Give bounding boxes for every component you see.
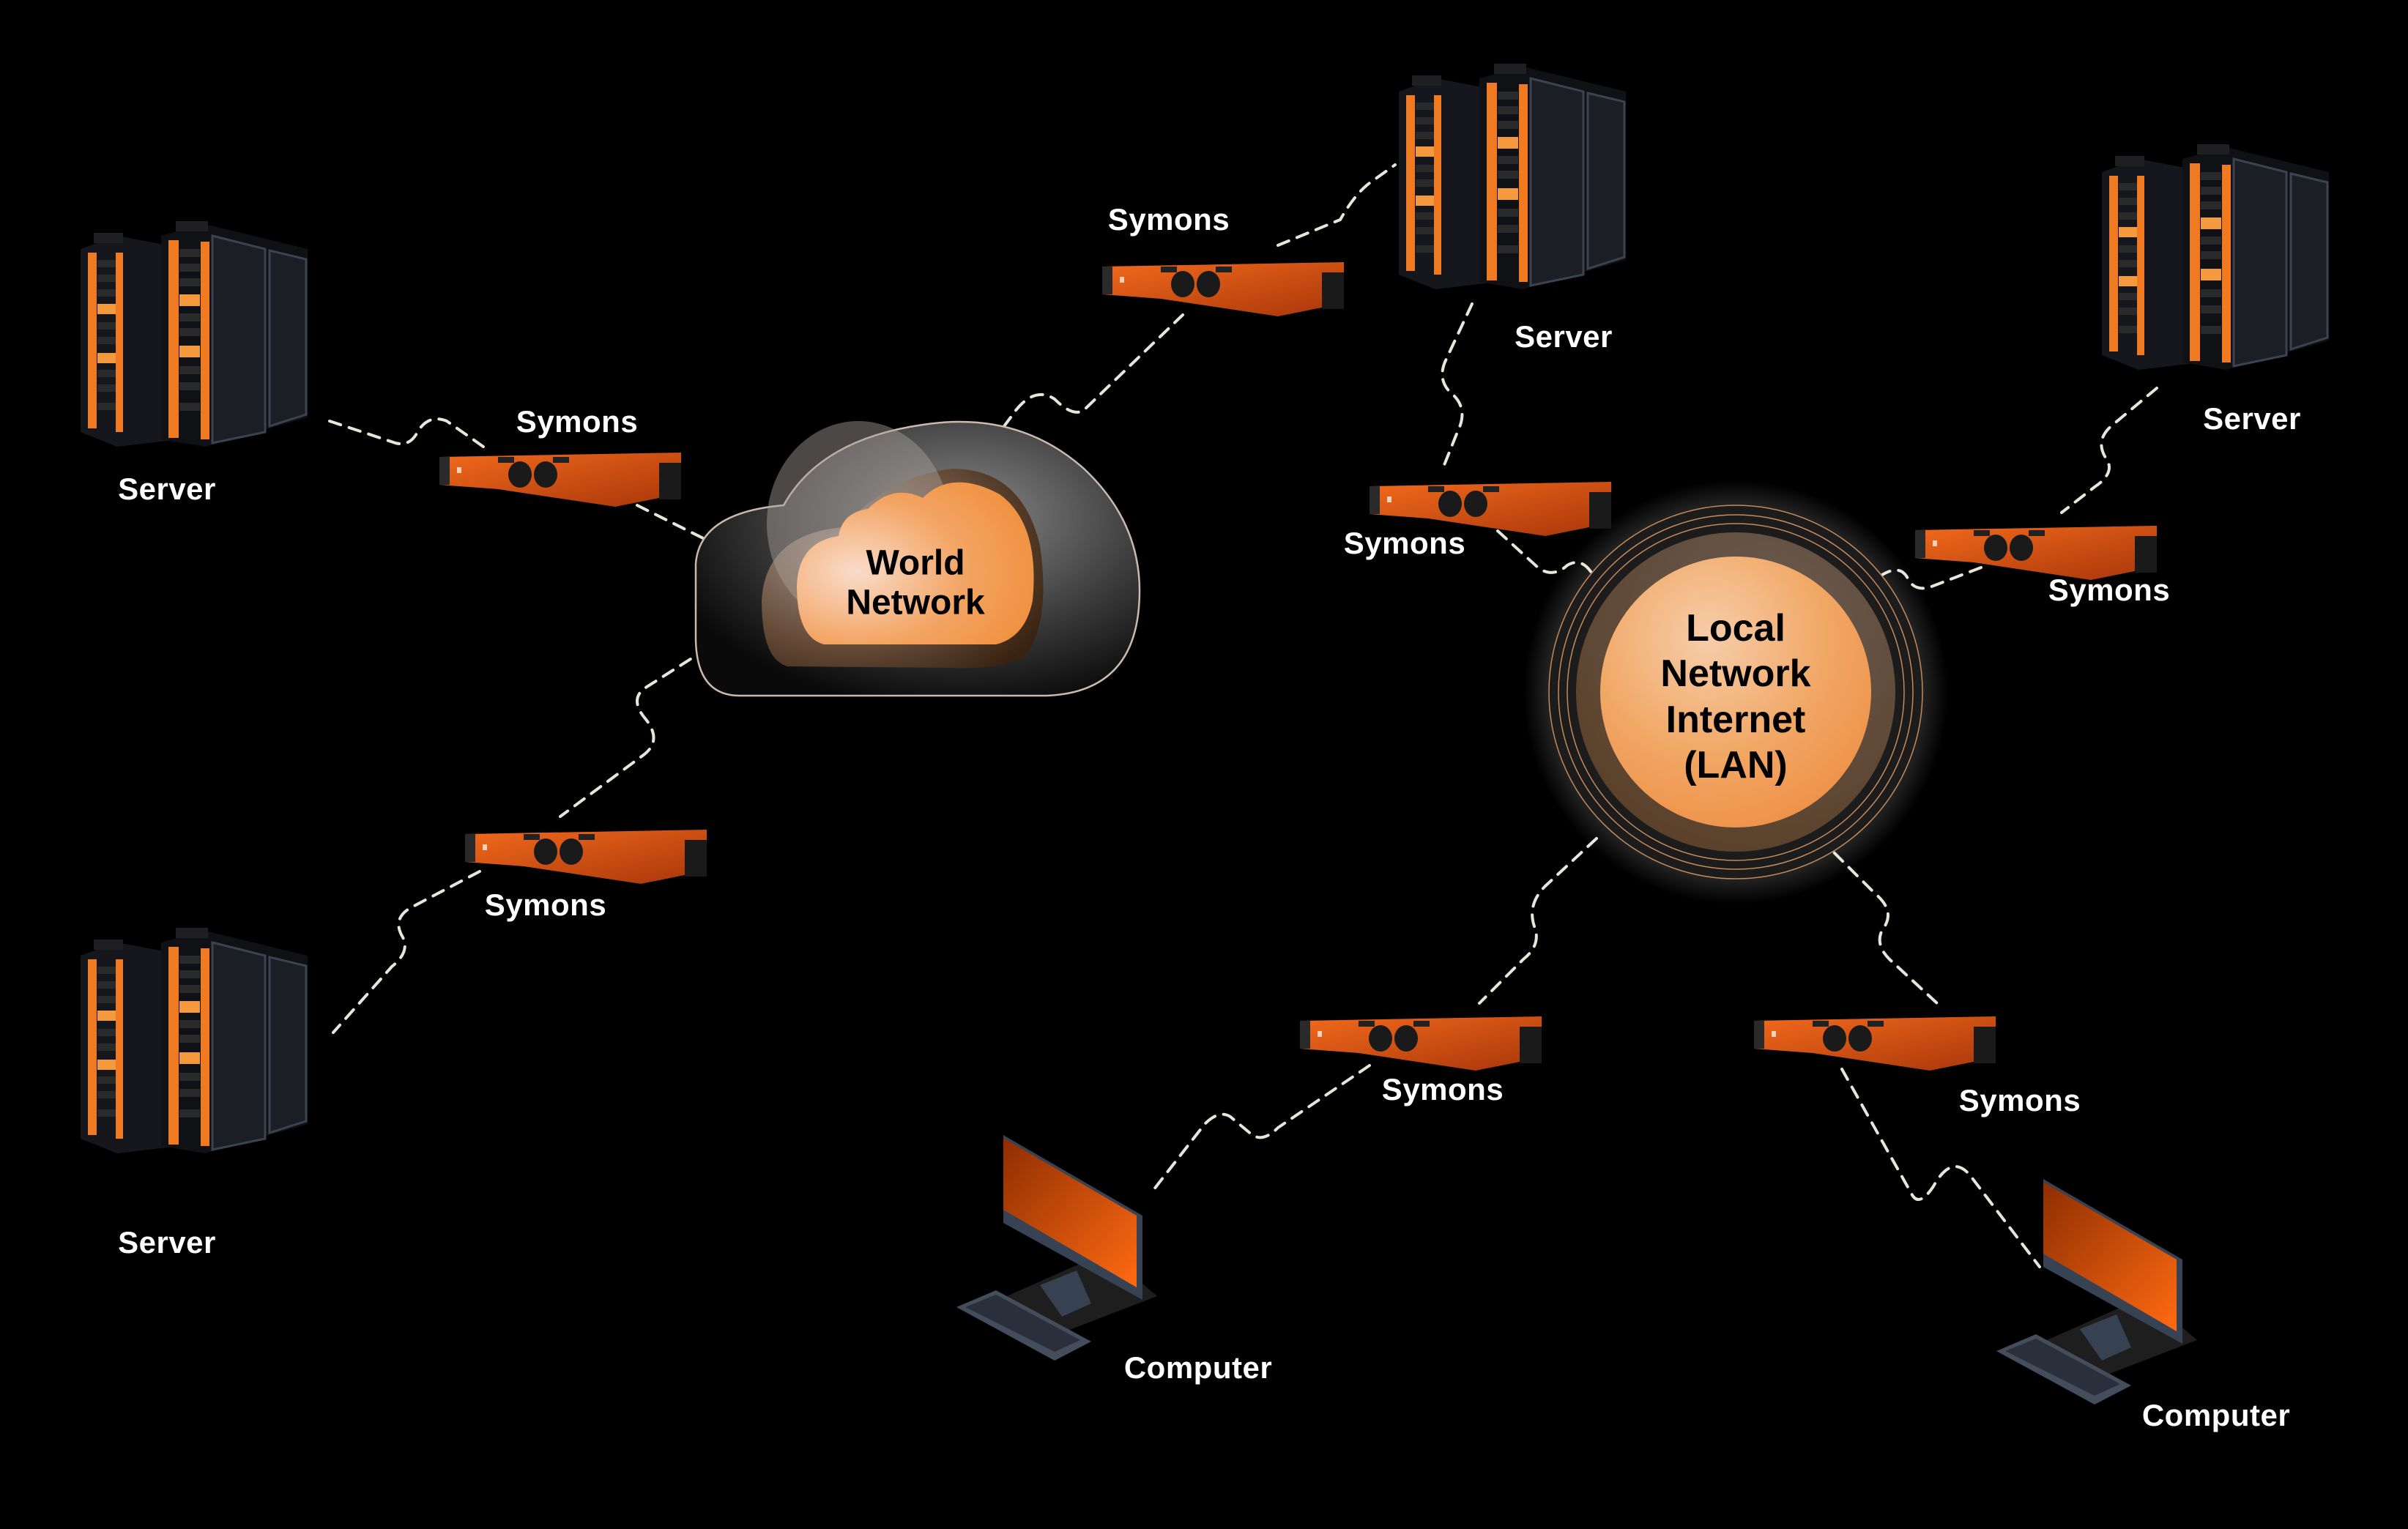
server-rack-icon [2102, 144, 2329, 370]
symons-label: Symons [1958, 1083, 2081, 1117]
server-label: Server [1515, 319, 1613, 354]
computer-label: Computer [2141, 1398, 2291, 1432]
node-symons-6 [1300, 1011, 1549, 1080]
symons-device-icon [1102, 262, 1344, 316]
server-label: Server [118, 472, 216, 506]
link-server-tc-symons-4 [1441, 302, 1474, 470]
server-rack-icon [81, 928, 308, 1153]
symons-device-icon [465, 830, 707, 884]
symons-label: Symons [516, 404, 639, 439]
link-symons-6-computer-1 [1152, 1064, 1371, 1191]
symons-device-icon [1300, 1016, 1542, 1071]
link-server-tl-symons-1 [328, 417, 485, 448]
link-symons-3-server-tc [1277, 163, 1397, 247]
lan-label-line-2: Network [1660, 652, 1811, 696]
lan-label-line-4: (LAN) [1684, 744, 1788, 787]
node-symons-5 [1915, 520, 2164, 589]
computer-label: Computer [1123, 1350, 1273, 1385]
lan-label-line-1: Local [1686, 607, 1785, 650]
symons-device-icon [1754, 1016, 1996, 1071]
node-symons-3 [1102, 256, 1351, 326]
node-server-bl [73, 926, 322, 1179]
node-server-tc [1391, 62, 1640, 315]
link-lan-symons-6 [1478, 837, 1598, 1005]
symons-label: Symons [484, 888, 607, 922]
world-network-label: World Network [846, 543, 984, 622]
symons-device-icon [1370, 482, 1611, 536]
node-symons-7 [1754, 1011, 2003, 1080]
node-symons-1 [439, 447, 688, 516]
node-server-tr [2095, 143, 2344, 395]
lan-circle [1523, 480, 1948, 904]
computer-icon [956, 1135, 1157, 1361]
lan-label: Local Network Internet (LAN) [1660, 606, 1810, 789]
link-symons-2-server-bl [332, 870, 481, 1034]
node-symons-4 [1370, 476, 1619, 546]
node-server-tl [73, 220, 322, 472]
server-label: Server [118, 1225, 216, 1260]
world-network-label-line-2: Network [846, 583, 985, 622]
node-symons-2 [465, 824, 714, 893]
symons-device-icon [439, 453, 681, 507]
symons-label: Symons [1107, 202, 1230, 237]
link-symons-7-computer-2 [1840, 1068, 2041, 1268]
server-label: Server [2203, 401, 2301, 436]
cloud-inner [797, 482, 1034, 644]
server-rack-icon [81, 221, 308, 447]
server-rack-icon [1399, 64, 1626, 289]
node-computer-1 [952, 1128, 1172, 1373]
lan-label-line-3: Internet [1665, 699, 1806, 741]
symons-label: Symons [1343, 526, 1466, 560]
link-server-tr-symons-5 [2060, 387, 2158, 514]
world-network-label-line-1: World [866, 543, 965, 583]
symons-device-icon [1915, 526, 2157, 580]
link-world-symons-2 [559, 636, 727, 818]
world-network-cloud [694, 420, 1141, 697]
computer-icon [1996, 1179, 2197, 1405]
symons-label: Symons [1381, 1072, 1504, 1106]
link-lan-symons-7 [1818, 837, 1939, 1005]
symons-label: Symons [2048, 573, 2171, 607]
node-computer-2 [1992, 1172, 2212, 1417]
link-world-symons-3 [965, 313, 1184, 477]
